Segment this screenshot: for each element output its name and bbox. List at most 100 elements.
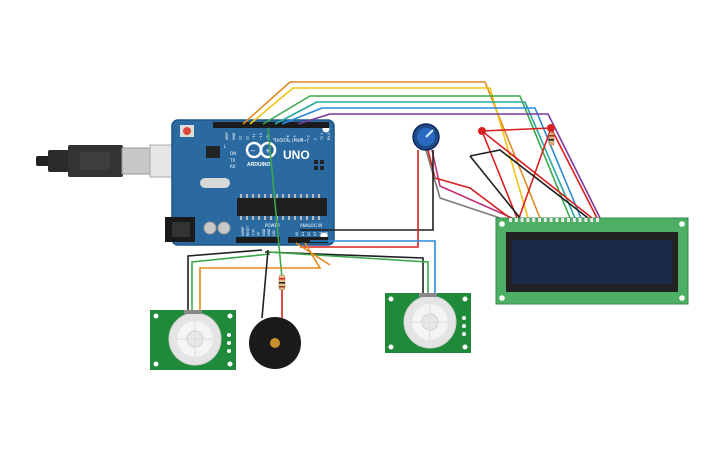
pin-label: A5 [325,232,329,236]
wire-black-pir-right[interactable] [264,251,424,296]
pir-sensor-left[interactable] [150,310,236,370]
analog-header-label: ANALOG IN [300,223,322,228]
pin-label: AREF [225,132,229,140]
power-header[interactable] [236,237,280,243]
arduino-logo-text: ARDUINO [247,162,270,168]
wire-blue[interactable] [281,107,582,219]
pin-label: 3.3V [251,228,255,236]
lcd-pin[interactable] [549,218,553,222]
pin-label: A3 [313,232,317,236]
lcd-pin[interactable] [538,218,541,222]
wire-red-1[interactable] [481,130,518,219]
l-led-label: L [224,144,227,149]
icsp-header [314,160,324,170]
pin-label: GND [232,132,236,140]
pin-label: A2 [307,232,311,236]
pin-label: RX 0 [327,133,331,140]
pin-label: 12 [245,136,249,140]
lcd-screen [512,240,672,284]
lcd-pin[interactable] [596,218,599,222]
reset-button[interactable] [180,125,194,137]
lcd-pin[interactable] [520,218,524,222]
wire-orange-pir-left[interactable] [199,242,322,312]
wire-black-buzzer[interactable] [261,249,269,319]
buzzer-resistor[interactable] [278,274,286,291]
piezo-buzzer[interactable] [249,317,301,369]
power-jack [165,217,195,242]
wire-teal[interactable] [274,101,576,219]
wire-blue-pir-right[interactable] [310,240,436,296]
pin-label: A1 [301,232,305,236]
pin-label: VIN [272,230,276,236]
wire-magenta[interactable] [431,149,513,219]
lcd-pin[interactable] [584,218,588,222]
lcd-16x2[interactable] [495,217,689,305]
lcd-pin[interactable] [555,218,559,222]
junction-dot [547,124,555,132]
wire-black-2[interactable] [469,149,589,219]
wire-green[interactable] [262,95,571,219]
pin-label: 7 [279,138,283,140]
potentiometer[interactable] [412,123,440,151]
wire-red-pir-right[interactable] [300,150,419,248]
pin-label: IOREF [241,226,245,236]
wire-purple[interactable] [297,113,601,219]
lcd-pin[interactable] [514,218,518,222]
pin-label: ~5 [293,135,297,140]
pin-label: RESET [246,226,250,236]
lcd-pin[interactable] [572,218,576,222]
wire-red-rail[interactable] [481,127,552,132]
wire-bundle [242,81,601,279]
digital-header[interactable] [213,122,329,128]
pir-sensor-right[interactable] [385,293,471,353]
pin-label: 8 [273,138,277,140]
rx-led-label: RX [230,164,236,169]
lcd-pin[interactable] [561,218,565,222]
wire-black-1[interactable] [469,155,521,219]
wire-green-pir-right[interactable] [267,251,429,296]
usb-chip [206,146,220,158]
lcd-pin[interactable] [526,218,530,222]
wire-red-pot[interactable] [427,149,511,219]
lcd-pin[interactable] [578,218,582,222]
lcd-pin[interactable] [509,218,512,222]
analog-header[interactable] [288,237,328,243]
svg-text:−: − [250,147,256,155]
pin-label: TX 1 [320,133,324,141]
pin-label: GND [262,228,266,236]
svg-text:+: + [265,147,271,155]
junction-dot [478,127,486,135]
wire-red-2[interactable] [481,130,593,219]
lcd-pin[interactable] [590,218,594,222]
capacitor-icon [217,221,231,235]
usb-cable[interactable] [36,144,179,178]
wire-black-pir-left[interactable] [187,249,263,312]
pin-label: ~3 [307,135,311,140]
wire-green-pir-left[interactable] [191,253,271,312]
board-model-label: UNO [283,148,310,162]
lcd-pin[interactable] [543,218,547,222]
wire-orange[interactable] [242,81,541,219]
wire-red-3[interactable] [550,127,598,219]
lcd-pin[interactable] [532,218,536,222]
wire-orange-pir-right[interactable] [295,242,331,266]
crystal-oscillator [200,178,230,188]
pin-label: A4 [319,232,323,236]
capacitor-icon [203,221,217,235]
wire-black-pot[interactable] [300,150,434,231]
pin-label: ~11 [252,133,256,140]
lcd-pin[interactable] [567,218,570,222]
lcd-pin-header[interactable] [509,218,599,222]
digital-header-label: DIGITAL (PWM~) [275,138,309,143]
pin-label: ~10 [259,133,263,140]
pin-label: ~9 [266,135,270,140]
pin-label: A0 [295,232,299,236]
wire-red-4[interactable] [518,127,552,219]
wire-gray-pot[interactable] [425,149,501,219]
arduino-uno-board[interactable]: − + ARDUINO UNO ON TX RX L DIGITAL (PWM~… [165,119,335,246]
